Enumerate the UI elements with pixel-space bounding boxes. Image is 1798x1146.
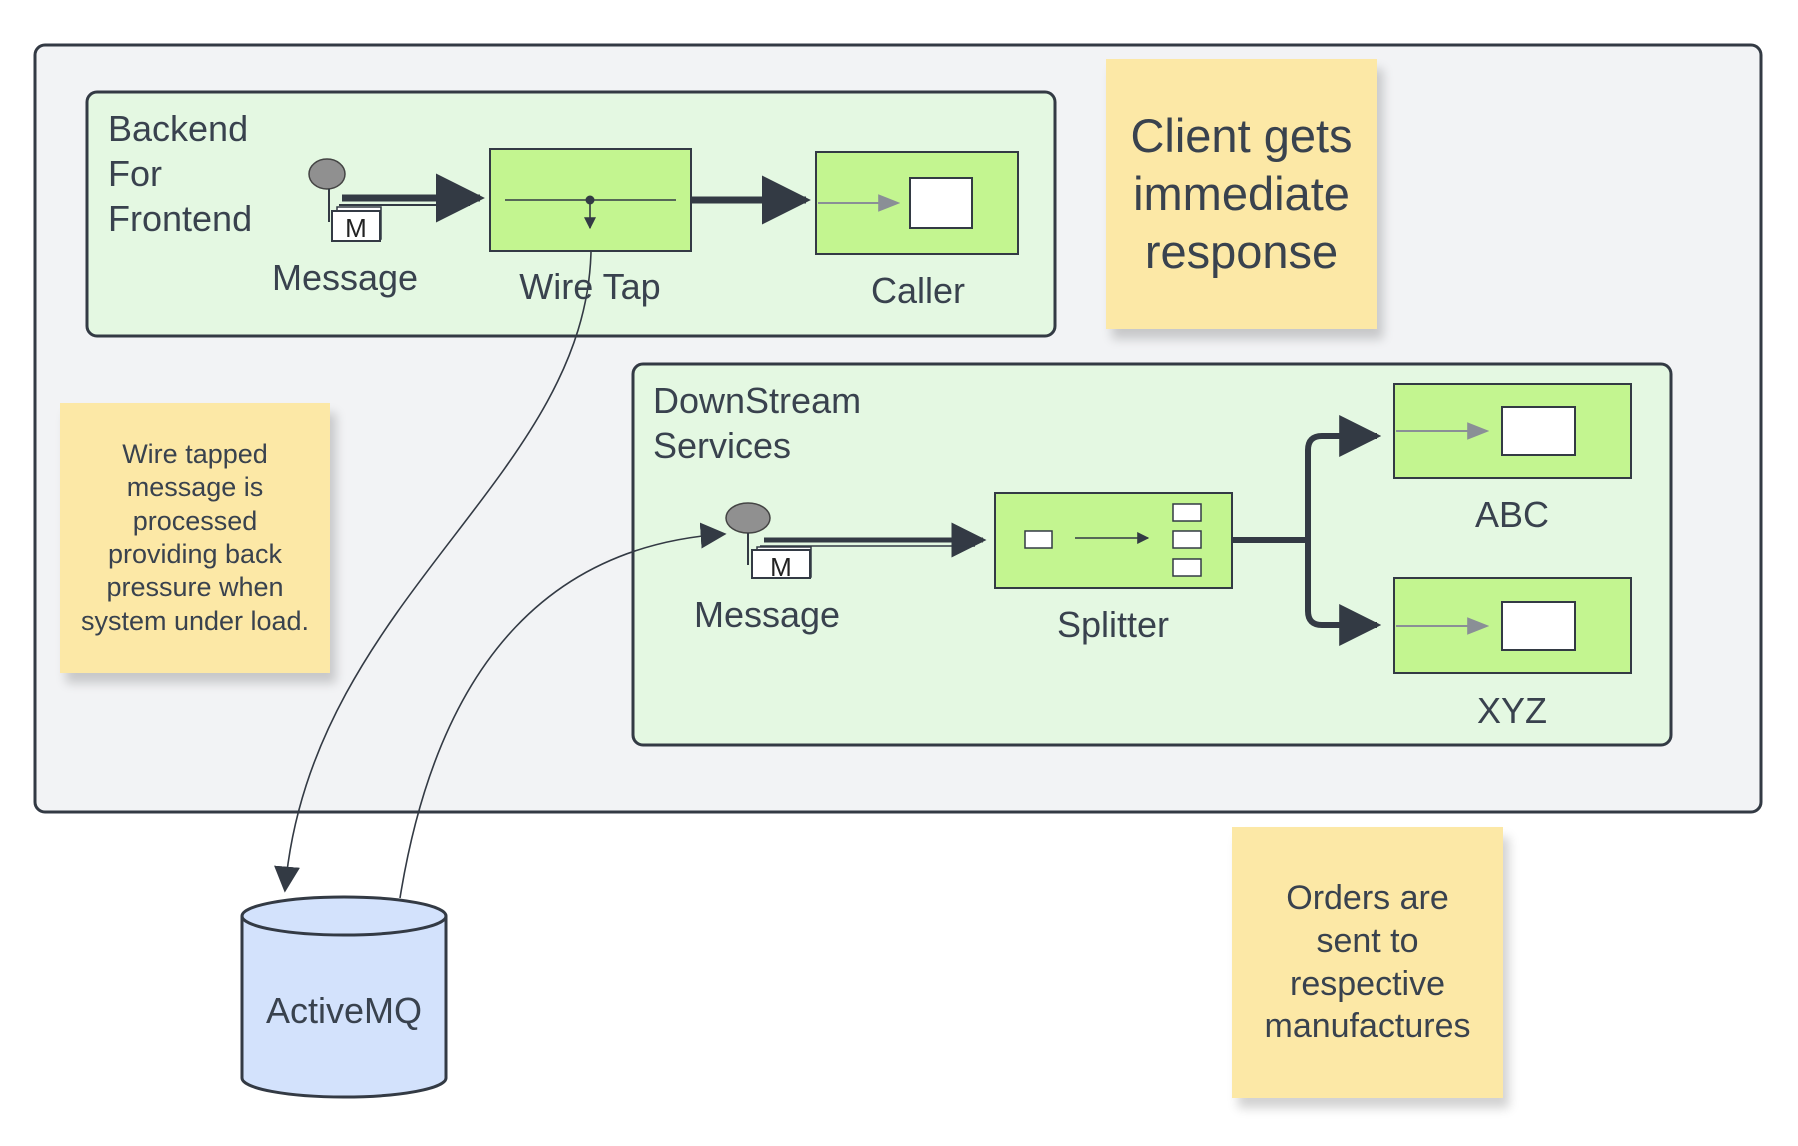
caller-label: Caller xyxy=(870,270,966,311)
downstream-message-label: Message xyxy=(693,594,841,635)
splitter-component[interactable] xyxy=(994,492,1233,589)
splitter-label: Splitter xyxy=(1056,604,1170,645)
message-badge: M xyxy=(345,213,367,243)
abc-component[interactable] xyxy=(1393,383,1632,479)
downstream-services-title: DownStream Services xyxy=(653,380,862,466)
message-envelope xyxy=(331,210,381,242)
arrow-splitter-to-xyz xyxy=(1232,537,1382,646)
caller-component[interactable] xyxy=(815,151,1019,255)
message-channel-circle xyxy=(308,158,346,190)
wire-tap-label: Wire Tap xyxy=(519,266,661,307)
message-badge: M xyxy=(770,552,792,582)
note-client-immediate-response: Client gets immediate response xyxy=(1106,59,1377,329)
message-channel-circle xyxy=(725,502,771,534)
activemq-label: ActiveMQ xyxy=(265,990,423,1031)
connector-activemq-to-message xyxy=(399,522,727,899)
backend-for-frontend-title: Backend For Frontend xyxy=(108,108,253,239)
xyz-component[interactable] xyxy=(1393,577,1632,674)
note-wire-tapped: Wire tapped message is processed providi… xyxy=(60,403,330,673)
xyz-label: XYZ xyxy=(1476,690,1548,731)
wire-tap-component[interactable] xyxy=(489,148,692,252)
downstream-message-icon[interactable]: M xyxy=(725,502,812,582)
bff-message-icon[interactable]: M xyxy=(308,158,382,243)
abc-label: ABC xyxy=(1474,494,1550,535)
connector-wiretap-to-activemq xyxy=(274,251,592,893)
note-orders-sent: Orders are sent to respective manufactur… xyxy=(1232,827,1503,1098)
message-envelope xyxy=(751,549,811,579)
bff-message-label: Message xyxy=(271,257,419,298)
activemq-cylinder[interactable] xyxy=(240,895,448,1099)
